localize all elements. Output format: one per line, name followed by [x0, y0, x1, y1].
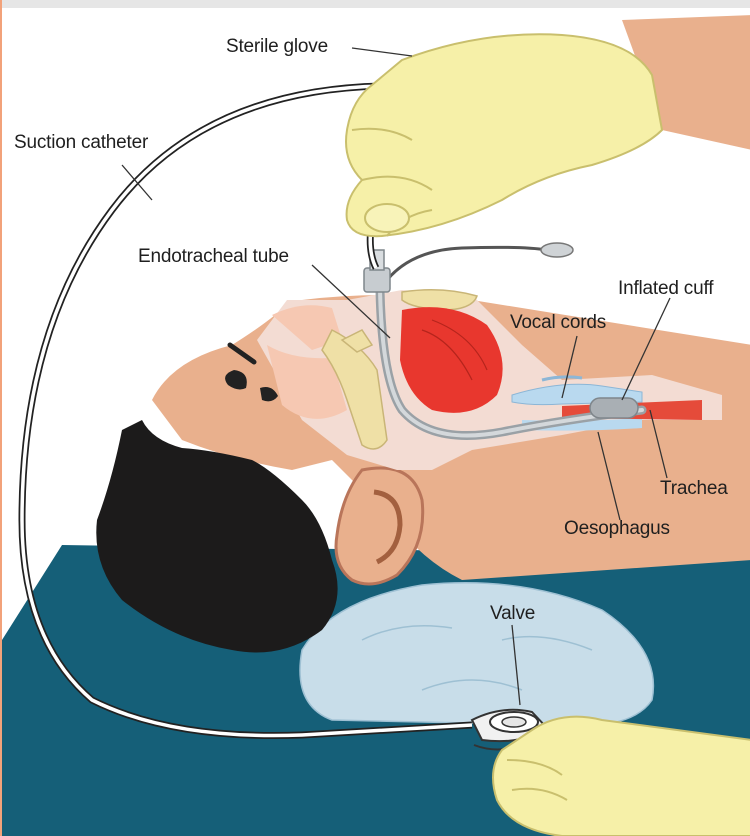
label-oesophagus: Oesophagus	[564, 518, 670, 539]
label-valve: Valve	[490, 603, 536, 624]
label-suction-catheter: Suction catheter	[14, 132, 149, 153]
label-inflated-cuff: Inflated cuff	[618, 278, 714, 299]
top-border	[2, 0, 750, 8]
label-sterile-glove: Sterile glove	[226, 36, 328, 57]
tongue	[400, 307, 503, 413]
inflated-cuff-shape	[589, 397, 639, 419]
upper-arm	[622, 15, 750, 150]
nose	[225, 370, 247, 390]
label-trachea: Trachea	[660, 478, 728, 499]
label-endotracheal-tube: Endotracheal tube	[138, 246, 289, 267]
hair	[96, 420, 338, 653]
ear	[334, 466, 425, 586]
lower-glove	[492, 715, 750, 836]
pillow	[299, 582, 655, 727]
label-vocal-cords: Vocal cords	[510, 312, 607, 333]
leader-lines	[121, 47, 671, 706]
